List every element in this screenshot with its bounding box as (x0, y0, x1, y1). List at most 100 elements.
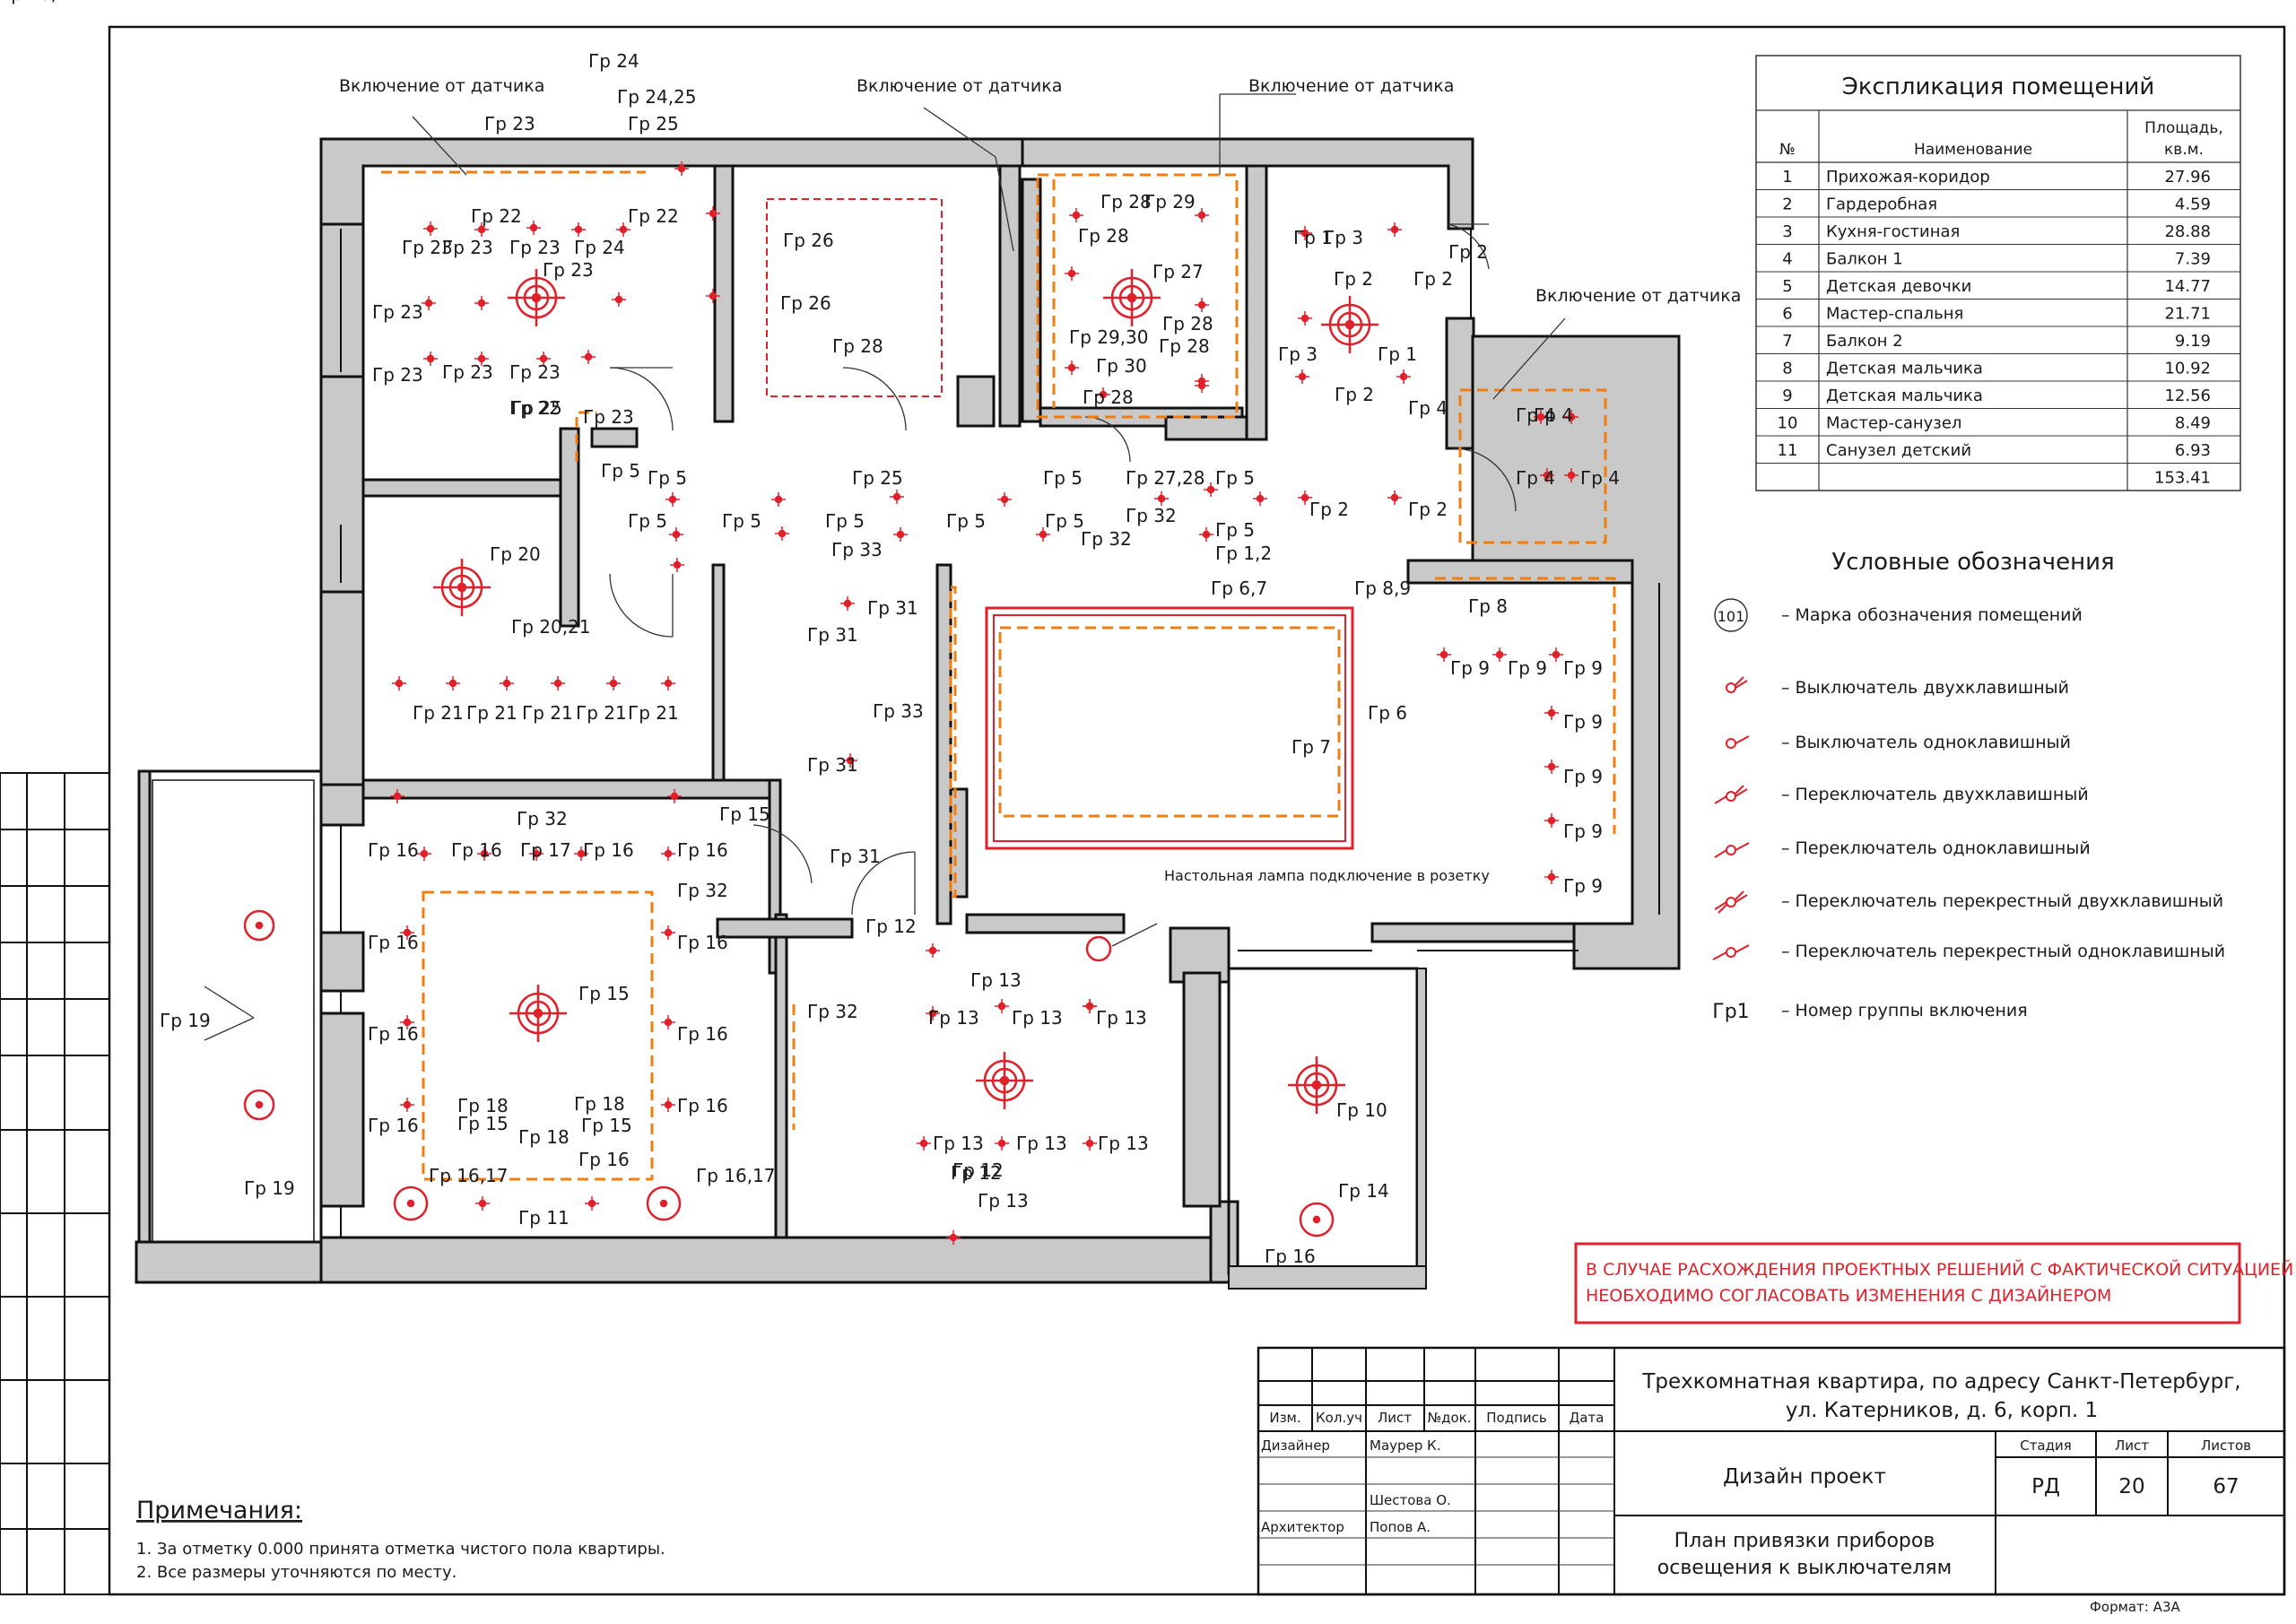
tb-role-3: Архитектор (1261, 1519, 1344, 1535)
spotlight-cross (1096, 387, 1110, 402)
group-label: Гр 5 (825, 510, 865, 532)
group-label: Гр 21 (413, 702, 464, 724)
group-label: Гр 25 (852, 467, 903, 489)
lamp-note: Настольная лампа подключение в розетку (1164, 867, 1490, 884)
group-label: Гр 22 (471, 205, 522, 227)
group-label: Гр 22 (509, 397, 561, 419)
spotlight-cross (995, 999, 1009, 1013)
group-label: Гр 23 (509, 361, 561, 383)
group-label: Гр 5 (628, 510, 667, 532)
notes: Примечания: 1. За отметку 0.000 принята … (136, 1497, 665, 1582)
group-label: Гр 29 (1144, 191, 1196, 213)
group-label: Гр 8 (1468, 595, 1508, 617)
group-label: Гр 13 (970, 969, 1022, 991)
spotlight-cross (477, 847, 491, 861)
group-label: Гр 16 (1265, 1246, 1316, 1267)
legend: Условные обозначения 101 Гр1 – Марка обо… (1712, 549, 2225, 1023)
binding-strip (0, 772, 110, 1595)
tb-header-0: Изм. (1269, 1410, 1300, 1426)
explication-row-10-area: 8.49 (2175, 414, 2211, 433)
title-block: Изм. Кол.уч Лист №док. Подпись Дата Диза… (1257, 1346, 2286, 1615)
group-label: Гр 5 (722, 510, 761, 532)
spotlight-cross (1387, 491, 1402, 505)
note-2: 2. Все размеры уточняются по месту. (136, 1563, 457, 1582)
legend-item-3: – Переключатель двухклавишный (1781, 785, 2089, 804)
group-label: Гр 2 (1448, 241, 1488, 263)
group-label: Гр 23 (484, 113, 535, 135)
legend-item-2: – Выключатель одноклавишный (1781, 733, 2071, 752)
group-label: Гр 13 (1012, 1007, 1063, 1029)
sensor-note-1: Включение от датчика (339, 76, 544, 96)
explication-row-3-name: Кухня-гостиная (1826, 222, 1960, 241)
group-label: Гр 23 (372, 364, 423, 386)
tb-drawing-1: План привязки приборов (1674, 1530, 1935, 1552)
tb-header-3: №док. (1428, 1410, 1472, 1426)
chandelier-icons (433, 269, 1378, 1114)
spotlight-cross (1195, 378, 1209, 393)
spotlight-cross (1564, 468, 1578, 482)
explication-row-10-n: 10 (1778, 414, 1798, 433)
leader-lines (204, 93, 1566, 1041)
group-label: Гр 24,25 (617, 86, 697, 108)
spotlight-cross (392, 676, 406, 690)
spotlight-cross (417, 847, 431, 861)
explication-row-6-area: 21.71 (2164, 305, 2211, 324)
group-label: Гр 32 (1081, 528, 1132, 550)
spotlight-cross (1534, 410, 1548, 424)
group-label: Гр 31 (807, 754, 858, 776)
spotlight-cross (423, 221, 438, 236)
spotlight-cross (995, 1136, 1009, 1151)
group-label: Гр 8,9 (1354, 578, 1411, 599)
spotlight-cross (526, 221, 541, 235)
group-label: Гр 19 (244, 1177, 295, 1199)
niche-outline (766, 198, 943, 397)
spotlight-cross (474, 296, 489, 310)
group-label: Гр 13 (928, 1007, 979, 1029)
led-strips (381, 170, 1616, 1181)
group-label: Гр 4 (1580, 467, 1620, 489)
group-label: Гр 12 (952, 1159, 1004, 1181)
group-label: Гр 6 (1368, 702, 1407, 724)
group-label: Гр 28 (1083, 386, 1134, 408)
group-label: Гр 13 (1016, 1133, 1067, 1154)
explication-row-9-area: 12.56 (2164, 386, 2211, 405)
group-label: Гр 4 (1534, 404, 1573, 426)
group-label: Гр 10,11 (0, 0, 80, 4)
spotlight-cross (1396, 369, 1411, 384)
explication-row-11-name: Санузел детский (1826, 441, 1971, 460)
spotlight-cross (661, 925, 675, 940)
explication-row-11-n: 11 (1778, 441, 1798, 460)
warning-line-2: НЕОБХОДИМО СОГЛАСОВАТЬ ИЗМЕНЕНИЯ С ДИЗАЙ… (1586, 1285, 2111, 1306)
group-label: Гр 13 (933, 1133, 984, 1154)
spotlight-cross (1195, 298, 1209, 312)
spotlight-cross (536, 352, 551, 366)
tb-header-4: Подпись (1486, 1410, 1546, 1426)
spotlight-cross (661, 1015, 675, 1029)
spotlight-cross (551, 676, 565, 690)
explication-row-5-area: 14.77 (2164, 277, 2211, 296)
group-label: Гр 31 (867, 597, 918, 619)
explication-row-4-n: 4 (1782, 250, 1792, 269)
explication-row-7-area: 9.19 (2175, 332, 2211, 351)
group-label: Гр 13 (1098, 1133, 1149, 1154)
spotlight-cross (1253, 491, 1267, 506)
group-label: Гр 5 (601, 460, 640, 482)
group-label: Гр 23 (402, 237, 453, 258)
explication-row-7-name: Балкон 2 (1826, 332, 1903, 351)
group-label: Гр 1,2 (1215, 543, 1272, 564)
group-label: Гр 23 (509, 237, 561, 258)
sensor-annotations: Включение от датчика Включение от датчик… (339, 76, 1741, 884)
group-label: Гр 9 (1508, 657, 1547, 679)
group-label: Гр 26 (783, 230, 834, 251)
explication-col-name: Наименование (1914, 141, 2032, 159)
tb-stage-label: Дизайн проект (1723, 1465, 1886, 1489)
wall-lamp-icons (243, 909, 1335, 1238)
group-label: Гр 9 (1450, 657, 1490, 679)
group-label: Гр 5 (1215, 519, 1255, 541)
spotlight-cross (1069, 208, 1083, 222)
tb-name-3: Попов А. (1370, 1519, 1431, 1535)
group-label: Гр 31 (830, 846, 881, 867)
spotlight-cross (1387, 222, 1402, 237)
